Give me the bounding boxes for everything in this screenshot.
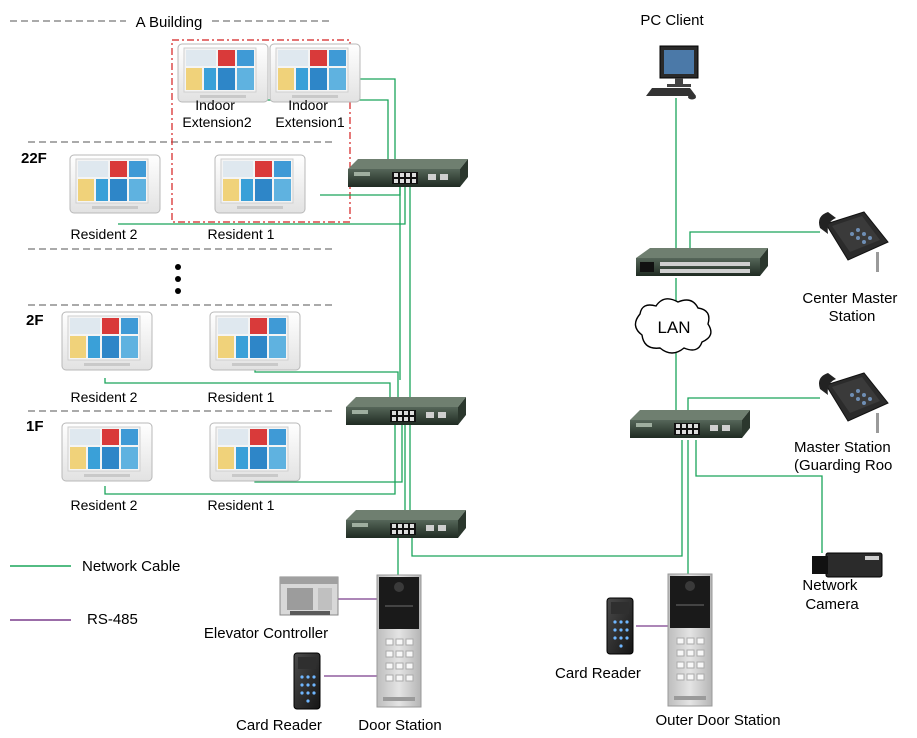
label-line: Indoor (195, 97, 235, 113)
indoor-extension2-label: Indoor Extension2 (182, 97, 251, 130)
22f-resident1-monitor (214, 154, 306, 214)
cable-22f-r1 (320, 187, 401, 196)
label-line: Indoor (288, 97, 328, 113)
2f-resident2-monitor (61, 311, 153, 371)
floor-dividers (10, 20, 332, 412)
guard-master-station-icon (818, 372, 889, 434)
building-title: A Building (136, 14, 203, 31)
indoor-extension2-monitor (177, 43, 269, 103)
network-camera-icon (812, 552, 883, 578)
2f-resident1-monitor (209, 311, 301, 371)
elevator-controller-label: Elevator Controller (204, 625, 328, 642)
22f-resident2-monitor (69, 154, 161, 214)
rs485-cables (324, 598, 668, 677)
indoor-extension1-label: Indoor Extension1 (275, 97, 344, 130)
card-reader-label: Card Reader (236, 717, 322, 734)
cable-1f-r2 (104, 425, 396, 495)
label-line: Network (802, 577, 858, 594)
network-camera-label: Network Camera (802, 577, 861, 613)
guard-master-label: Master Station (Guarding Roo (794, 439, 895, 474)
center-master-station-icon (818, 211, 889, 273)
network-cables (104, 78, 823, 575)
22f-resident2-label: Resident 2 (71, 226, 138, 242)
label-line: (Guarding Roo (794, 457, 892, 474)
outer-card-reader-icon (606, 597, 634, 655)
cable-2f-r2 (104, 378, 391, 408)
outer-card-reader-label: Card Reader (555, 665, 641, 682)
card-reader-icon (293, 652, 321, 710)
label-line: Camera (805, 596, 859, 613)
switch-door-station (346, 510, 466, 538)
lan-label: LAN (657, 318, 690, 337)
door-station-label: Door Station (358, 717, 441, 734)
legend-network-label: Network Cable (82, 558, 180, 575)
legend-rs485-label: RS-485 (87, 611, 138, 628)
lan-cloud-icon (634, 298, 712, 354)
floor-label-22f: 22F (21, 150, 47, 167)
outer-door-station-icon (667, 573, 713, 707)
2f-resident1-label: Resident 1 (208, 389, 275, 405)
floor-label-1f: 1F (26, 418, 44, 435)
label-line: Extension2 (182, 114, 251, 130)
22f-resident1-label: Resident 1 (208, 226, 275, 242)
label-line: Extension1 (275, 114, 344, 130)
door-station-icon (376, 574, 422, 708)
1f-resident2-monitor (61, 422, 153, 482)
cable-camera (695, 440, 823, 553)
label-line: Center Master (802, 290, 897, 307)
legend: Network Cable RS-485 (10, 558, 180, 628)
elevator-controller-icon (279, 576, 339, 616)
cable-22f-r2 (118, 187, 406, 225)
outer-door-station-label: Outer Door Station (655, 712, 780, 729)
pc-client-label: PC Client (640, 12, 704, 29)
ellipsis-dot (175, 264, 181, 270)
cable-center-master (689, 231, 820, 252)
switch-22f (348, 159, 468, 187)
1f-resident2-label: Resident 2 (71, 497, 138, 513)
cable-bottom-to-right (411, 440, 683, 557)
ellipsis-dot (175, 276, 181, 282)
switch-guard-room (630, 410, 750, 438)
ellipsis-dot (175, 288, 181, 294)
switch-1f-2f (346, 397, 466, 425)
1f-resident1-monitor (209, 422, 301, 482)
1f-resident1-label: Resident 1 (208, 497, 275, 513)
pc-client-icon (646, 45, 699, 100)
label-line: Master Station (794, 439, 891, 456)
center-master-label: Center Master Station (802, 290, 901, 325)
floor-label-2f: 2F (26, 312, 44, 329)
indoor-extension1-monitor (269, 43, 361, 103)
core-switch (636, 248, 768, 276)
label-line: Station (829, 308, 876, 325)
2f-resident2-label: Resident 2 (71, 389, 138, 405)
cable-ext1 (345, 78, 396, 172)
